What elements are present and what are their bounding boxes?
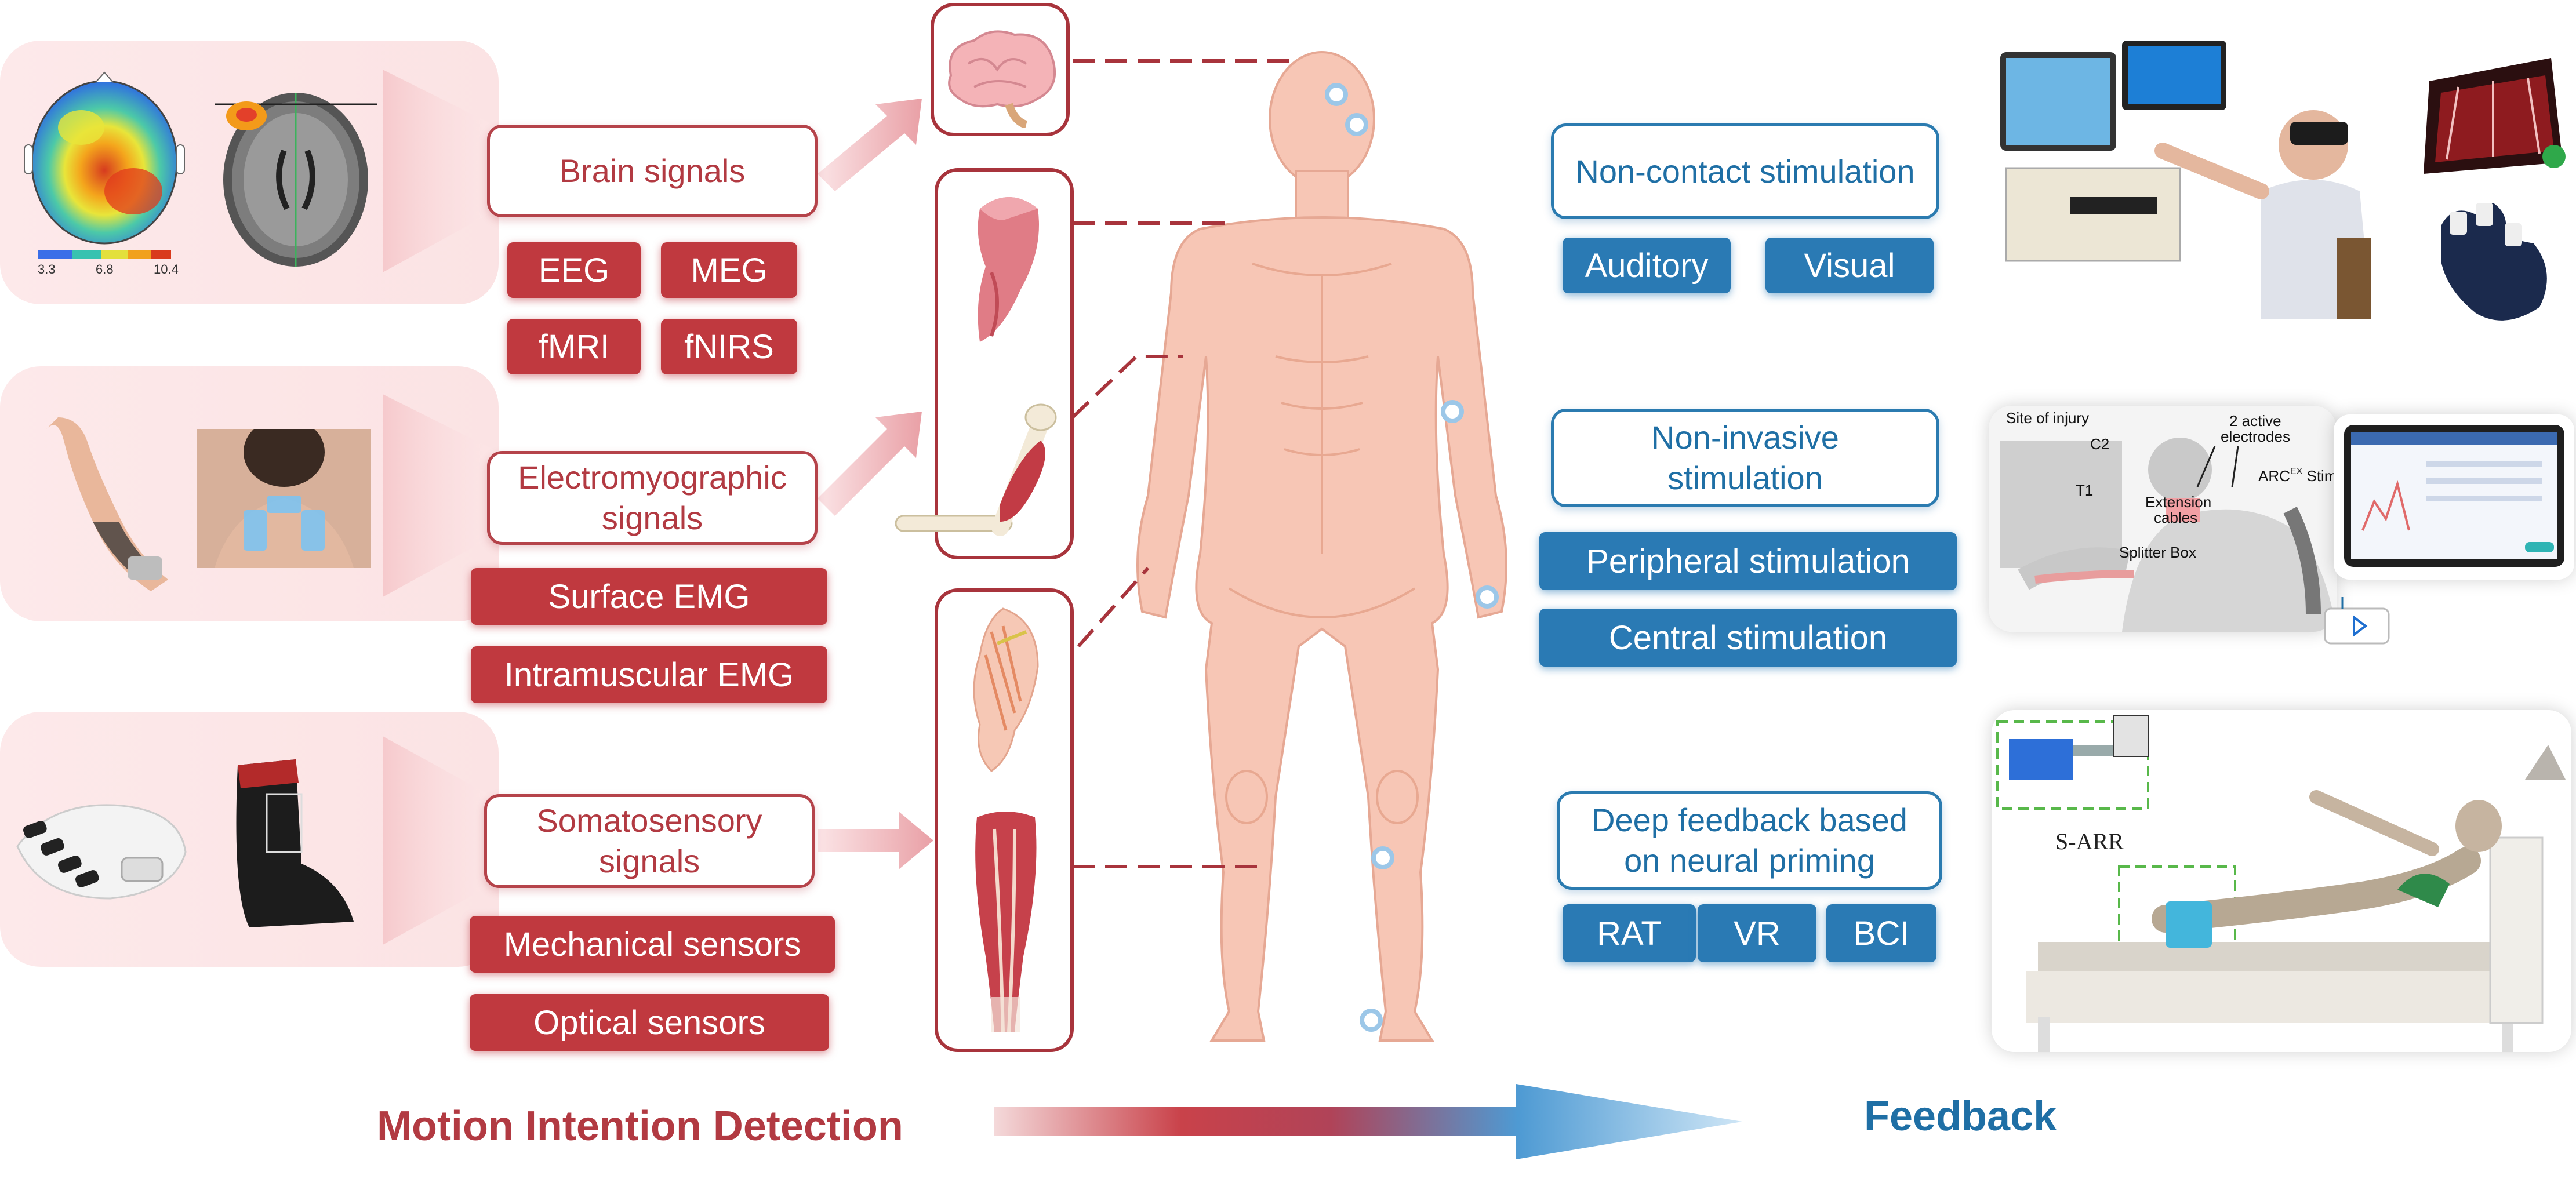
c2-label: C2	[2090, 435, 2109, 453]
tag-intramuscular-emg: Intramuscular EMG	[471, 646, 827, 703]
arc-label: ARC	[2258, 467, 2290, 485]
emg-signals-box: Electromyographic signals	[487, 451, 818, 545]
somato-label-line2: signals	[598, 843, 700, 879]
panel-funnels	[383, 70, 499, 945]
hand-muscle-icon	[973, 607, 1039, 772]
emg-label-line1: Electromyographic	[518, 459, 787, 496]
deep-feedback-line1: Deep feedback based	[1592, 802, 1908, 838]
s-arr-label: S-ARR	[2055, 828, 2124, 854]
shoulder-muscle-icon	[978, 197, 1039, 342]
non-contact-stimulation-box: Non-contact stimulation	[1551, 123, 1939, 219]
bluetooth-device-image	[2324, 597, 2390, 645]
arm-muscle-icon	[895, 403, 1057, 536]
stimulator-app-tablet	[2334, 414, 2574, 580]
svg-text:ARCEX Stimulator: ARCEX Stimulator	[2258, 467, 2337, 485]
sensor-boot-image	[236, 759, 354, 927]
colorbar-mid: 6.8	[96, 262, 114, 276]
colorbar-min: 3.3	[38, 262, 56, 276]
tag-fnirs: fNIRS	[661, 319, 797, 374]
tag-bci: BCI	[1826, 904, 1936, 962]
tag-eeg: EEG	[507, 242, 641, 298]
brain-signals-label: Brain signals	[559, 152, 746, 189]
vr-headset-scene-image	[2424, 58, 2566, 174]
site-of-injury-label: Site of injury	[2006, 409, 2089, 427]
extension-cables-line2: cables	[2154, 509, 2197, 526]
leg-muscle-icon	[975, 812, 1037, 1032]
deep-feedback-box: Deep feedback based on neural priming	[1557, 791, 1942, 890]
spinal-stimulation-figure: Site of injury C2 T1 2 active electrodes…	[1989, 406, 2337, 632]
feedback-title: Feedback	[1864, 1093, 2057, 1140]
active-electrodes-line2: electrodes	[2221, 428, 2290, 445]
non-invasive-stimulation-box: Non-invasive stimulation	[1551, 409, 1939, 507]
eeg-topomap-image: 3.3 6.8 10.4	[24, 71, 185, 276]
active-electrodes-line1: 2 active	[2229, 412, 2281, 430]
tag-central-stimulation: Central stimulation	[1539, 609, 1957, 667]
vr-rehab-station-photo	[1989, 17, 2412, 342]
tag-visual: Visual	[1765, 238, 1934, 293]
tag-surface-emg: Surface EMG	[471, 568, 827, 625]
haptic-glove-image	[2441, 203, 2547, 321]
deep-feedback-line2: on neural priming	[1624, 842, 1875, 879]
non-contact-label: Non-contact stimulation	[1575, 152, 1915, 190]
human-body-figure	[1136, 51, 1507, 1042]
organ-connector-lines	[1071, 59, 1299, 868]
tag-auditory: Auditory	[1563, 238, 1731, 293]
neck-emg-image	[197, 429, 371, 568]
arm-emg-image	[46, 417, 168, 591]
tag-vr-label: VR	[1698, 904, 1816, 962]
brain-signals-box: Brain signals	[487, 125, 818, 217]
progress-arrow	[994, 1084, 1742, 1159]
tag-meg: MEG	[661, 242, 797, 298]
arc-superscript: EX	[2290, 467, 2303, 476]
somato-label-line1: Somatosensory	[536, 802, 762, 839]
splitter-box-label: Splitter Box	[2119, 544, 2196, 561]
sensor-dots	[1325, 83, 1499, 1032]
non-invasive-line1: Non-invasive	[1651, 419, 1839, 456]
tag-fmri: fMRI	[507, 319, 641, 374]
t1-label: T1	[2076, 482, 2093, 499]
tag-optical-sensors: Optical sensors	[470, 994, 829, 1051]
sensor-glove-image	[16, 804, 187, 900]
tag-mechanical-sensors: Mechanical sensors	[470, 916, 835, 973]
motion-intention-detection-title: Motion Intention Detection	[377, 1103, 903, 1149]
somato-signals-box: Somatosensory signals	[484, 794, 815, 888]
non-invasive-line2: stimulation	[1667, 460, 1823, 496]
emg-label-line2: signals	[601, 500, 703, 536]
left-to-organ-arrows	[818, 99, 933, 869]
extension-cables-line1: Extension	[2145, 493, 2211, 511]
brain-organ-icon	[948, 30, 1056, 128]
tag-peripheral-stimulation: Peripheral stimulation	[1539, 532, 1957, 590]
arc-stimulator-label: Stimulator	[2302, 467, 2337, 485]
tag-rat: RAT	[1563, 904, 1696, 962]
fmri-brain-slice-image	[215, 93, 377, 267]
colorbar-max: 10.4	[154, 262, 179, 276]
bed-rehab-robot-figure: S-ARR	[1992, 710, 2571, 1052]
